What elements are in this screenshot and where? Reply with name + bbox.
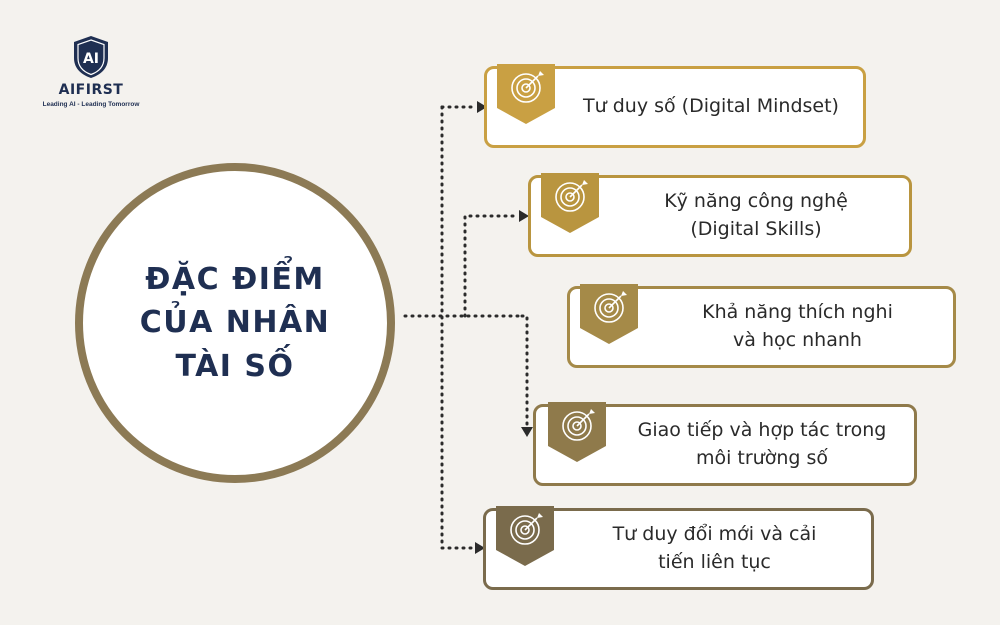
- logo-tagline: Leading AI - Leading Tomorrow: [42, 101, 140, 108]
- item-3-badge: [578, 284, 640, 346]
- arrowhead-item-1: [477, 101, 487, 113]
- logo-mark: AI: [83, 51, 99, 67]
- target-icon: [496, 506, 554, 566]
- target-icon: [548, 402, 606, 462]
- connector-item-2: [463, 214, 520, 318]
- item-5-line-1: Tư duy đổi mới và cải: [612, 523, 817, 546]
- item-2-line-2: (Digital Skills): [690, 218, 822, 240]
- item-3-text: Khả năng thích nghi và học nhanh: [642, 289, 953, 365]
- item-5-badge: [494, 506, 556, 568]
- item-4-line-2: môi trường số: [695, 447, 829, 469]
- item-4-line-1: Giao tiếp và hợp tác trong: [637, 419, 887, 442]
- central-title-line-1: ĐẶC ĐIỂM: [145, 261, 325, 297]
- central-topic-circle: ĐẶC ĐIỂM CỦA NHÂN TÀI SỐ: [75, 163, 395, 483]
- central-title-line-2: CỦA NHÂN: [139, 305, 331, 341]
- item-4-badge: [546, 402, 608, 464]
- item-1-text: Tư duy số (Digital Mindset): [559, 69, 863, 145]
- shield-logo-icon: AI: [74, 36, 108, 78]
- arrowhead-item-5: [475, 542, 485, 554]
- arrowhead-item-4: [521, 427, 533, 437]
- central-topic-title: ĐẶC ĐIỂM CỦA NHÂN TÀI SỐ: [140, 258, 331, 389]
- central-title-line-3: TÀI SỐ: [175, 348, 295, 384]
- logo-wordmark: AIFIRST: [58, 82, 124, 98]
- item-3-line-2: và học nhanh: [733, 329, 862, 351]
- aifirst-logo: AI AIFIRST Leading AI - Leading Tomorrow: [26, 34, 156, 108]
- item-5-line-2: tiến liên tục: [658, 551, 771, 573]
- item-2-text: Kỹ năng công nghệ (Digital Skills): [603, 178, 909, 254]
- connector-item-4: [520, 314, 529, 428]
- arrowhead-item-2: [519, 210, 529, 222]
- item-2-badge: [539, 173, 601, 235]
- item-2-line-1: Kỹ năng công nghệ: [664, 190, 848, 213]
- item-1-badge: [495, 64, 557, 126]
- target-icon: [497, 64, 555, 124]
- target-icon: [541, 173, 599, 233]
- item-5-text: Tư duy đổi mới và cải tiến liên tục: [558, 511, 871, 587]
- item-3-line-1: Khả năng thích nghi: [702, 301, 893, 324]
- item-4-text: Giao tiếp và hợp tác trong môi trường số: [610, 407, 914, 483]
- target-icon: [580, 284, 638, 344]
- characteristic-item-1: Tư duy số (Digital Mindset): [484, 66, 866, 148]
- item-1-line-1: Tư duy số (Digital Mindset): [583, 95, 839, 118]
